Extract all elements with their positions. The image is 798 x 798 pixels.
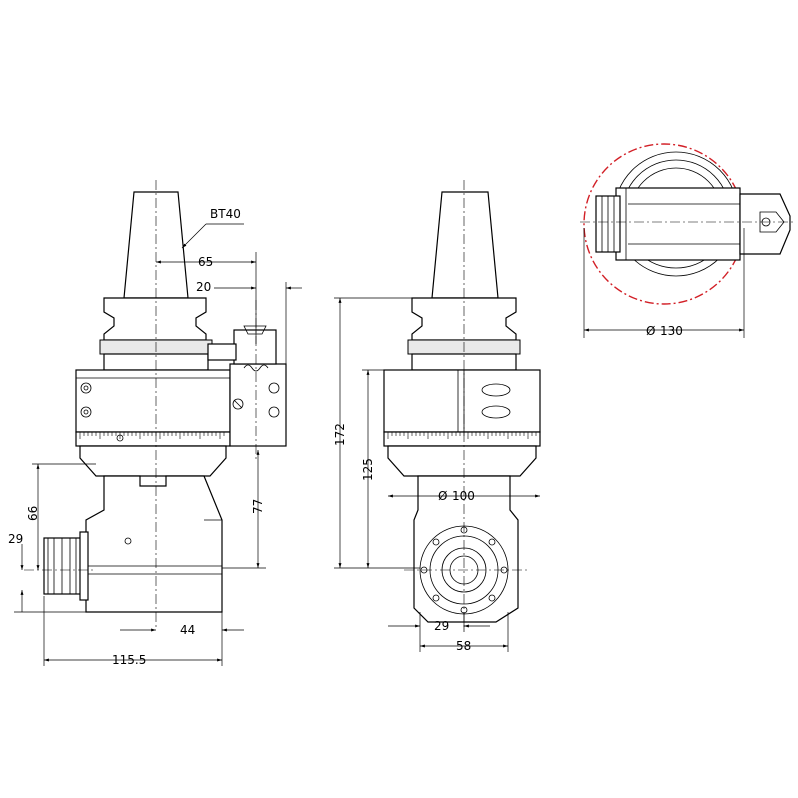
dim-44-115: 44 115.5 bbox=[43, 596, 244, 667]
dim-77: 77 bbox=[251, 499, 265, 514]
top-view: Ø 130 bbox=[580, 143, 795, 338]
lower-housing bbox=[85, 475, 223, 613]
dim-58: 58 bbox=[456, 639, 471, 653]
dim-29-left: 29 bbox=[8, 532, 86, 613]
dim-100: 100 bbox=[452, 489, 475, 503]
dim-77: 77 bbox=[222, 450, 266, 569]
dim-29-58: 29 58 bbox=[388, 612, 509, 653]
holder-label: BT40 bbox=[210, 207, 241, 221]
upper-housing bbox=[75, 369, 231, 433]
angle-scale-side bbox=[383, 431, 541, 447]
dim-66: 66 bbox=[26, 463, 96, 570]
angle-scale bbox=[75, 431, 231, 447]
dim-44: 44 bbox=[180, 623, 195, 637]
dim-115: 115.5 bbox=[112, 653, 146, 667]
dim-66: 66 bbox=[26, 506, 40, 521]
front-view bbox=[24, 180, 287, 630]
diameter-symbol-130: Ø bbox=[646, 324, 655, 338]
housing-top bbox=[615, 187, 741, 261]
dim-172-125: 172 125 bbox=[333, 297, 420, 569]
side-view bbox=[383, 180, 541, 630]
stop-block bbox=[229, 363, 287, 447]
dim-29-bottom: 29 bbox=[434, 619, 449, 633]
bt40-taper-side bbox=[431, 191, 499, 299]
dim-172: 172 bbox=[333, 423, 347, 446]
dim-20: 20 bbox=[196, 280, 211, 294]
bt40-callout: BT40 bbox=[181, 207, 244, 249]
dim-100: Ø 100 bbox=[388, 489, 540, 503]
dim-130: 130 bbox=[660, 324, 683, 338]
diameter-symbol-100: Ø bbox=[438, 489, 447, 503]
upper-housing-side bbox=[383, 369, 541, 433]
dim-29-left: 29 bbox=[8, 532, 23, 546]
dim-65: 65 bbox=[198, 255, 213, 269]
lower-housing-side bbox=[413, 475, 519, 623]
tool-flange bbox=[103, 297, 207, 341]
dim-65-20: 65 20 bbox=[156, 252, 302, 364]
dim-125: 125 bbox=[361, 458, 375, 481]
stop-block-top bbox=[739, 193, 791, 255]
